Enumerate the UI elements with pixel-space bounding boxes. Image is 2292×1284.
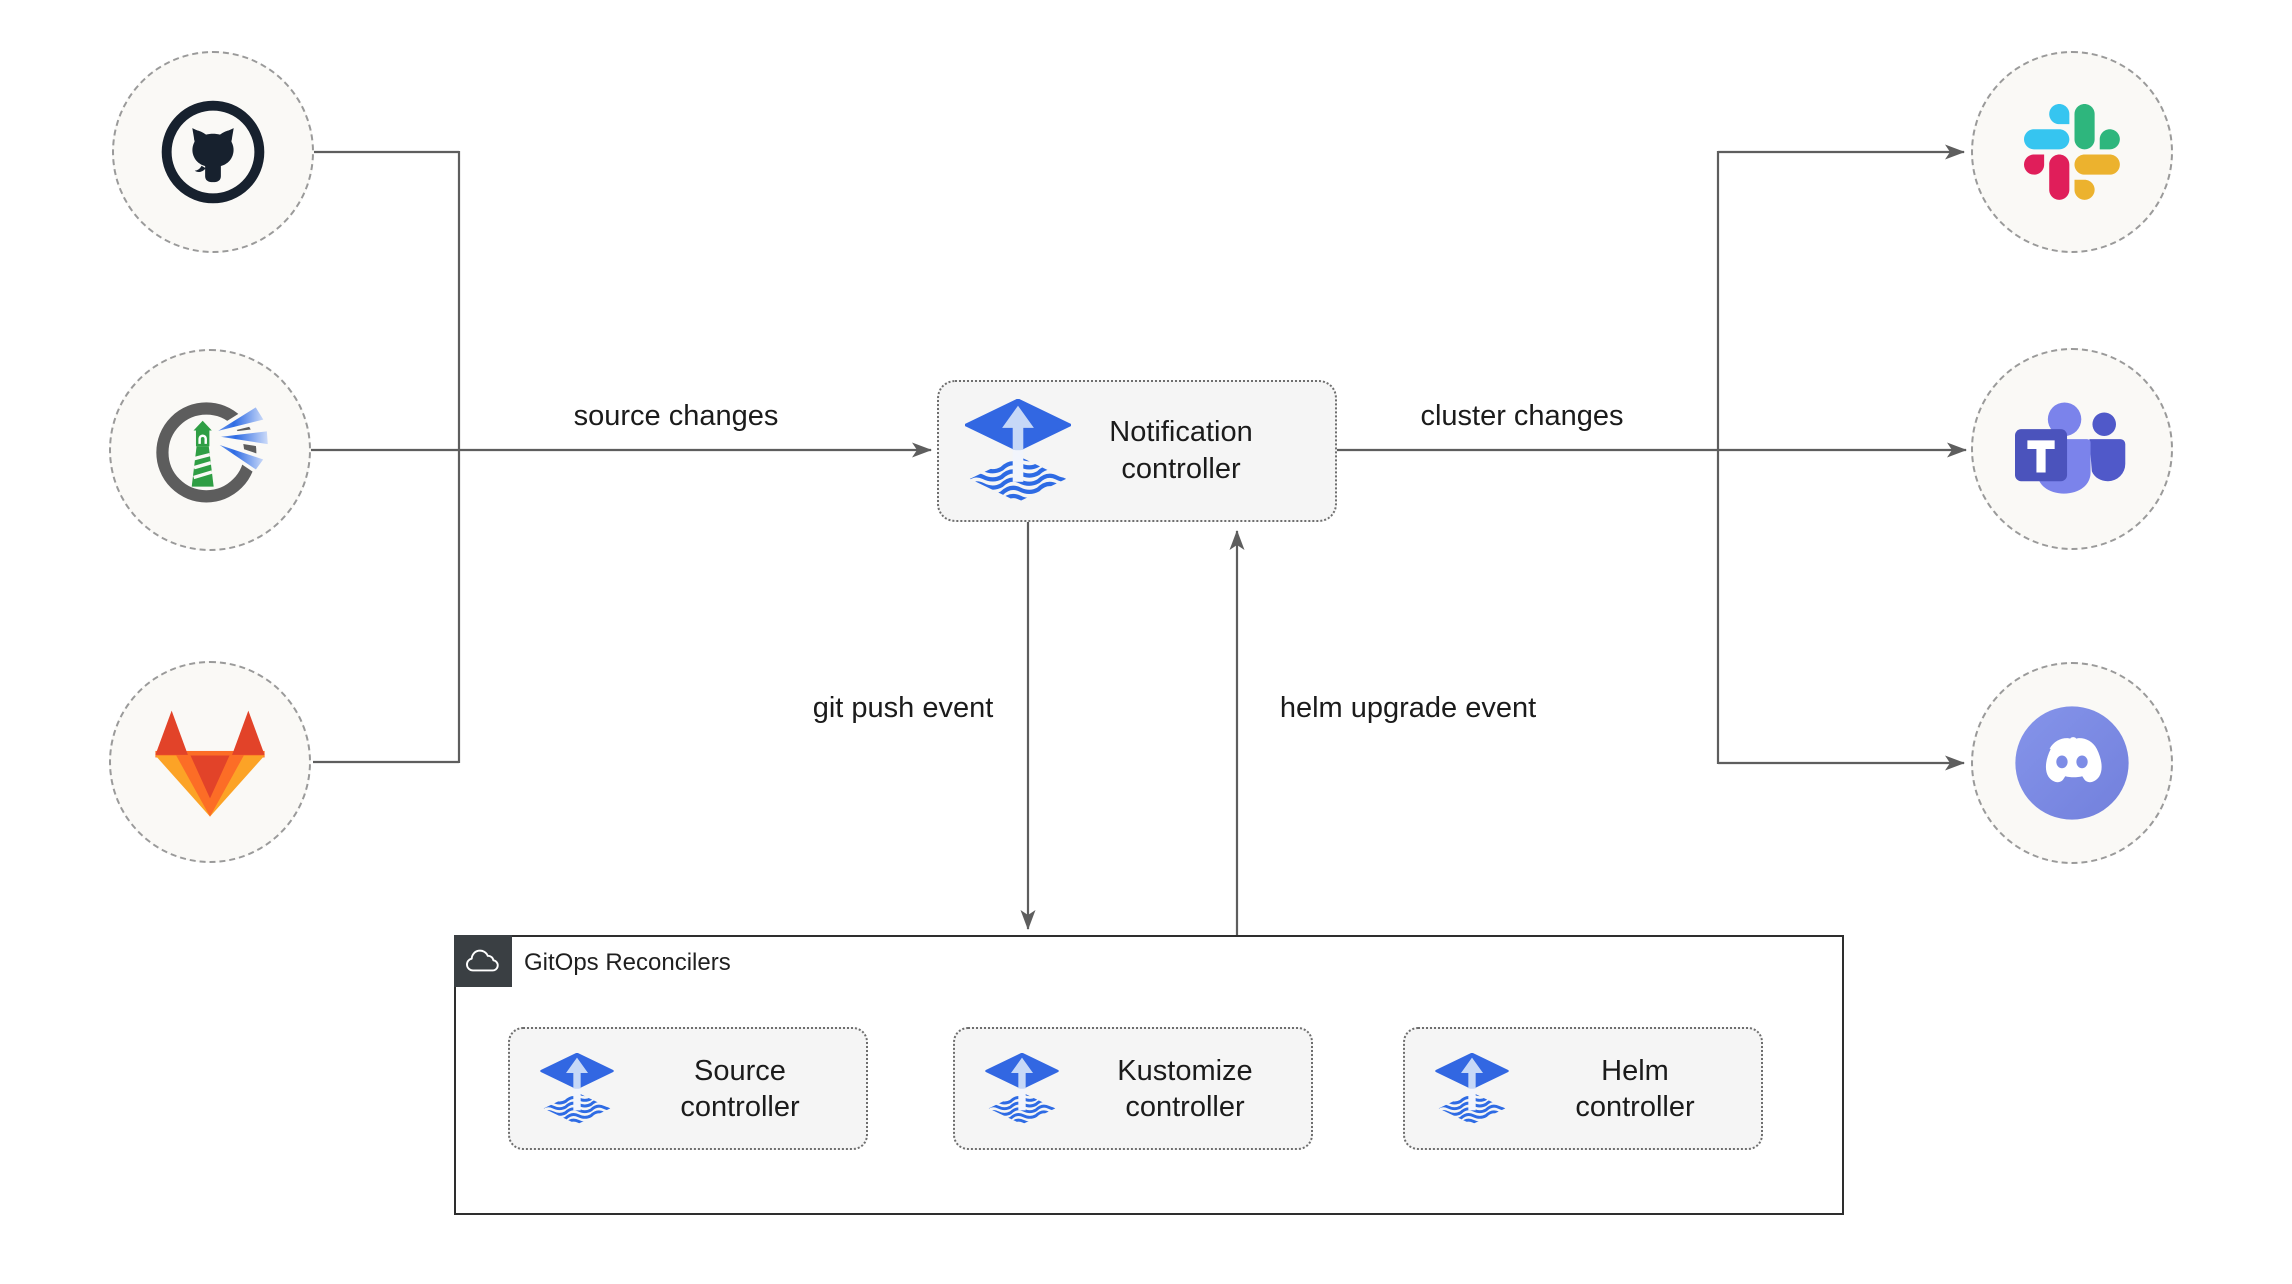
source-controller-box: Source controller bbox=[508, 1027, 868, 1150]
harbor-icon bbox=[156, 402, 271, 503]
gitlab-icon bbox=[155, 710, 265, 817]
edge-label-helm-upgrade-event: helm upgrade event bbox=[1279, 692, 1537, 724]
flux-icon bbox=[965, 399, 1071, 503]
source-node-harbor bbox=[109, 349, 311, 551]
edge-notifiers-bus bbox=[1716, 144, 1965, 771]
edge-sources-bus bbox=[313, 150, 461, 764]
slack-icon bbox=[2024, 104, 2120, 200]
ms-teams-icon bbox=[2015, 402, 2126, 494]
edge-label-cluster-changes: cluster changes bbox=[1416, 400, 1628, 433]
edge-label-source-changes: source changes bbox=[569, 400, 783, 433]
source-controller-label: Source controller bbox=[680, 1054, 800, 1123]
container-badge bbox=[454, 935, 512, 987]
helm-controller-box: Helm controller bbox=[1403, 1027, 1763, 1150]
flux-icon bbox=[1435, 1053, 1509, 1125]
github-icon bbox=[161, 100, 265, 204]
cloud-icon bbox=[466, 949, 499, 971]
source-node-github bbox=[112, 51, 314, 253]
notifier-node-ms-teams bbox=[1971, 348, 2173, 550]
source-node-gitlab bbox=[109, 661, 311, 863]
helm-controller-label: Helm controller bbox=[1575, 1054, 1695, 1123]
notification-controller-label: Notification controller bbox=[1109, 416, 1253, 485]
kustomize-controller-label: Kustomize controller bbox=[1117, 1054, 1253, 1123]
flux-icon bbox=[540, 1053, 614, 1125]
notifier-node-discord bbox=[1971, 662, 2173, 864]
notification-controller-box: Notification controller bbox=[937, 380, 1337, 522]
flux-icon bbox=[985, 1053, 1059, 1125]
kustomize-controller-box: Kustomize controller bbox=[953, 1027, 1313, 1150]
edge-label-git-push-event: git push event bbox=[812, 692, 994, 724]
discord-icon bbox=[2015, 706, 2129, 820]
container-title: GitOps Reconcilers bbox=[524, 949, 731, 976]
notifier-node-slack bbox=[1971, 51, 2173, 253]
